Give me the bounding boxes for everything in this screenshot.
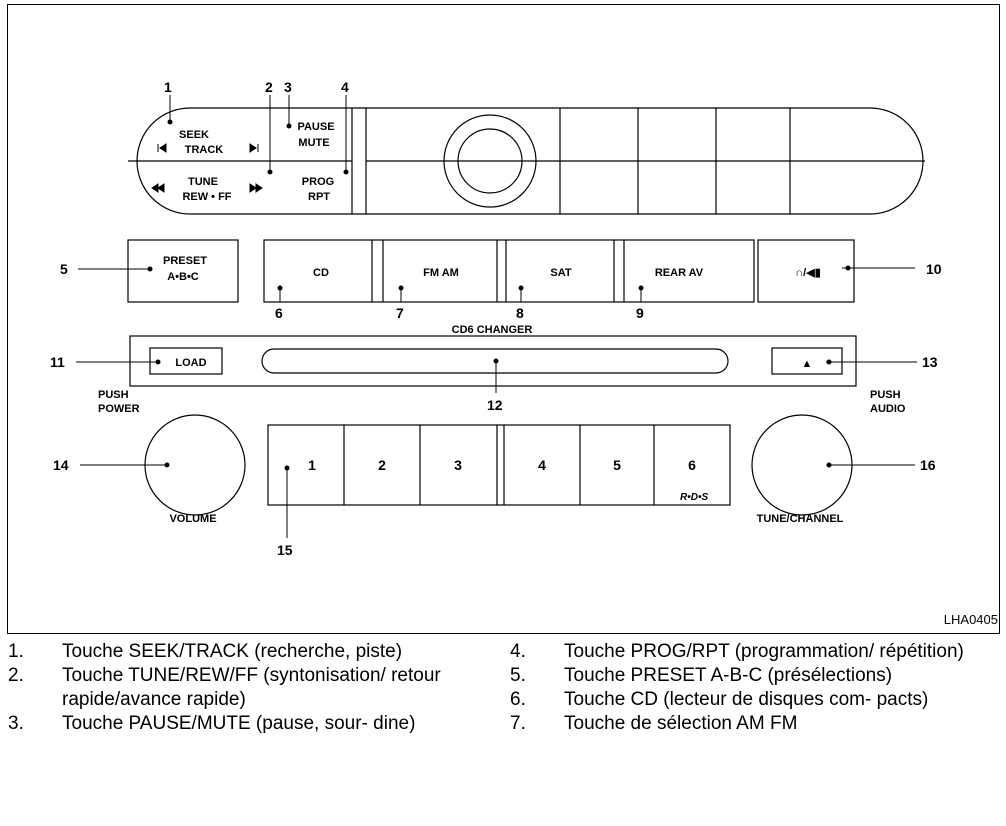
cd-changer-panel [129, 335, 857, 387]
legend-item-number: 5. [510, 665, 526, 686]
legend-item: 1. Touche SEEK/TRACK (recherche, piste) [8, 640, 478, 664]
callout-4: 4 [341, 79, 349, 95]
legend-item-number: 4. [510, 641, 526, 662]
eject-button [771, 347, 843, 375]
center-dial-outer [443, 114, 537, 208]
fm-am-label: FM AM [423, 267, 459, 279]
seek-label: SEEK [179, 129, 209, 141]
rear-av-label: REAR AV [655, 267, 704, 279]
image-code: LHA0405 [943, 612, 998, 627]
legend-item-number: 2. [8, 665, 24, 686]
eject-icon: ▲ [802, 358, 813, 370]
callout-16: 16 [920, 457, 936, 473]
callout-15: 15 [277, 542, 293, 558]
legend-item: 7. Touche de sélection AM FM [510, 712, 1006, 736]
legend-item: 3. Touche PAUSE/MUTE (pause, sour- dine) [8, 712, 478, 736]
preset-4-label: 4 [538, 457, 546, 473]
callout-9: 9 [636, 305, 644, 321]
callout-5: 5 [60, 261, 68, 277]
legend-item: 6. Touche CD (lecteur de disques com- pa… [510, 688, 1006, 712]
callout-3: 3 [284, 79, 292, 95]
tune-label: TUNE [188, 176, 218, 188]
legend-item: 2. Touche TUNE/REW/FF (syntonisation/ re… [8, 664, 478, 712]
rew-ff-label: REW • FF [182, 191, 231, 203]
pause-label: PAUSE [297, 121, 334, 133]
legend-item-text: Touche TUNE/REW/FF (syntonisation/ retou… [62, 665, 441, 710]
tune-channel-label: TUNE/CHANNEL [757, 513, 844, 525]
legend-item-number: 3. [8, 713, 24, 734]
diagram-frame [7, 4, 1000, 634]
legend-item-text: Touche PRESET A-B-C (présélections) [564, 665, 893, 686]
legend-item-number: 6. [510, 689, 526, 710]
legend-item-number: 7. [510, 713, 526, 734]
center-dial-inner [457, 128, 523, 194]
callout-14: 14 [53, 457, 69, 473]
preset-button [127, 239, 239, 303]
legend-item-number: 1. [8, 641, 24, 662]
preset-2-label: 2 [378, 457, 386, 473]
callout-13: 13 [922, 354, 938, 370]
rds-label: R•D•S [680, 492, 708, 503]
push-audio-label-1: PUSH [870, 389, 901, 401]
load-label: LOAD [175, 357, 206, 369]
legend-right-column: 4. Touche PROG/RPT (programmation/ répét… [510, 640, 1006, 736]
headphone-speaker-icon: ∩/◀▮ [795, 267, 821, 279]
legend-item: 5. Touche PRESET A-B-C (présélections) [510, 664, 1006, 688]
push-audio-label-2: AUDIO [870, 403, 906, 415]
legend-item: 4. Touche PROG/RPT (programmation/ répét… [510, 640, 1006, 664]
prog-label: PROG [302, 176, 334, 188]
callout-10: 10 [926, 261, 942, 277]
callout-7: 7 [396, 305, 404, 321]
volume-label: VOLUME [169, 513, 216, 525]
preset-1-label: 1 [308, 457, 316, 473]
legend-item-text: Touche CD (lecteur de disques com- pacts… [564, 689, 929, 710]
legend-left-column: 1. Touche SEEK/TRACK (recherche, piste) … [8, 640, 478, 736]
callout-8: 8 [516, 305, 524, 321]
load-button [149, 347, 223, 375]
mute-label: MUTE [298, 137, 329, 149]
legend-item-text: Touche PROG/RPT (programmation/ répétiti… [564, 641, 964, 662]
radio-panel-diagram: 1 2 3 4 5 6 7 8 9 10 11 12 13 14 15 16 S… [50, 79, 942, 558]
cd6-changer-label: CD6 CHANGER [452, 324, 533, 336]
preset-6-label: 6 [688, 457, 696, 473]
callout-2: 2 [265, 79, 273, 95]
cd-label: CD [313, 267, 329, 279]
callout-11: 11 [50, 354, 65, 370]
sat-label: SAT [550, 267, 571, 279]
push-power-label-1: PUSH [98, 389, 129, 401]
legend-item-text: Touche de sélection AM FM [564, 713, 798, 734]
legend-item-text: Touche PAUSE/MUTE (pause, sour- dine) [62, 713, 416, 734]
preset-3-label: 3 [454, 457, 462, 473]
legend: 1. Touche SEEK/TRACK (recherche, piste) … [0, 640, 1006, 826]
push-power-label-2: POWER [98, 403, 140, 415]
cd-slot [261, 348, 729, 374]
top-control-bezel [136, 107, 924, 215]
callout-1: 1 [164, 79, 172, 95]
legend-item-text: Touche SEEK/TRACK (recherche, piste) [62, 641, 403, 662]
callout-12: 12 [487, 397, 503, 413]
headphone-speaker-button [757, 239, 855, 303]
callout-6: 6 [275, 305, 283, 321]
rpt-label: RPT [308, 191, 330, 203]
preset-label: PRESET [163, 255, 207, 267]
abc-label: A•B•C [167, 271, 199, 283]
track-label: TRACK [185, 144, 224, 156]
preset-5-label: 5 [613, 457, 621, 473]
